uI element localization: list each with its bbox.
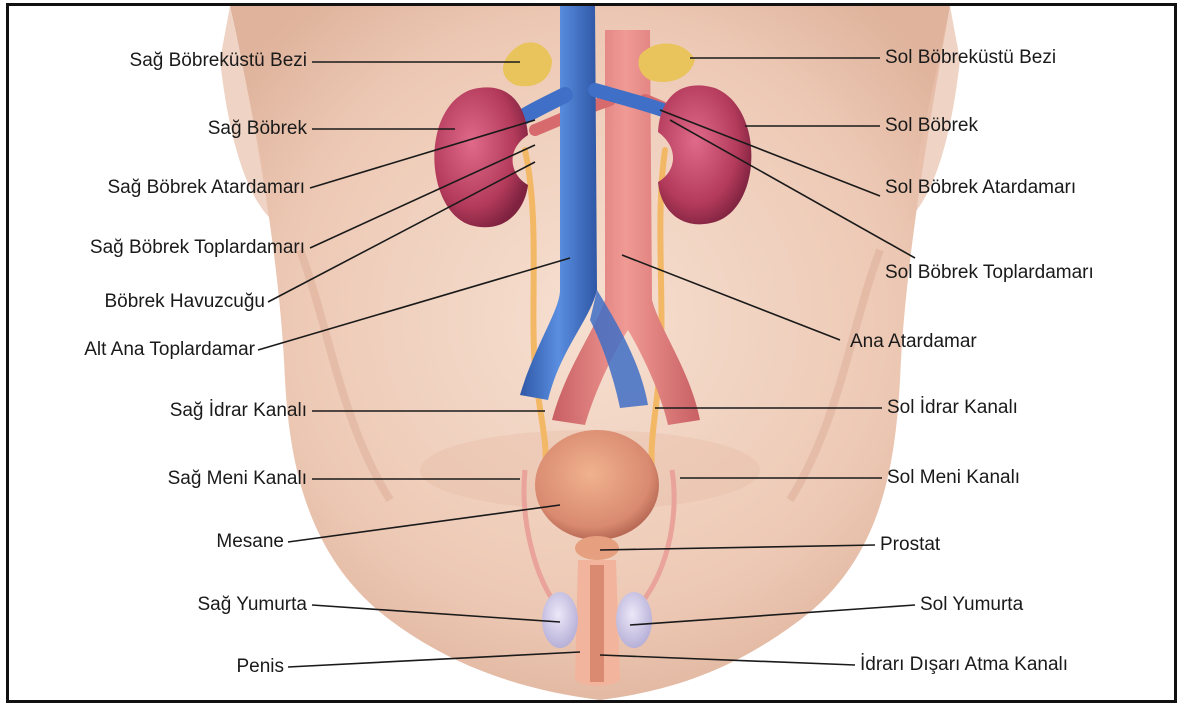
- label-left-adrenal-gland: Sol Böbreküstü Bezi: [885, 47, 1056, 69]
- label-right-testis: Sağ Yumurta: [197, 594, 307, 616]
- label-left-testis: Sol Yumurta: [920, 594, 1023, 616]
- label-renal-pelvis: Böbrek Havuzcuğu: [104, 291, 265, 313]
- label-left-renal-artery: Sol Böbrek Atardamarı: [885, 177, 1076, 199]
- label-right-renal-vein: Sağ Böbrek Toplardamarı: [90, 237, 305, 259]
- label-right-renal-artery: Sağ Böbrek Atardamarı: [108, 177, 306, 199]
- label-left-vas-deferens: Sol Meni Kanalı: [887, 467, 1020, 489]
- label-left-renal-vein: Sol Böbrek Toplardamarı: [885, 262, 1094, 284]
- label-inferior-vena-cava: Alt Ana Toplardamar: [84, 339, 255, 361]
- label-left-kidney: Sol Böbrek: [885, 115, 978, 137]
- label-right-vas-deferens: Sağ Meni Kanalı: [168, 468, 307, 490]
- label-right-adrenal-gland: Sağ Böbreküstü Bezi: [130, 50, 307, 72]
- label-left-ureter: Sol İdrar Kanalı: [887, 397, 1018, 419]
- label-bladder: Mesane: [216, 531, 284, 553]
- label-right-kidney: Sağ Böbrek: [208, 118, 307, 140]
- label-urethra: İdrarı Dışarı Atma Kanalı: [860, 654, 1068, 676]
- label-prostate: Prostat: [880, 534, 940, 556]
- label-penis: Penis: [236, 656, 284, 678]
- label-right-ureter: Sağ İdrar Kanalı: [170, 400, 307, 422]
- label-aorta: Ana Atardamar: [850, 331, 977, 353]
